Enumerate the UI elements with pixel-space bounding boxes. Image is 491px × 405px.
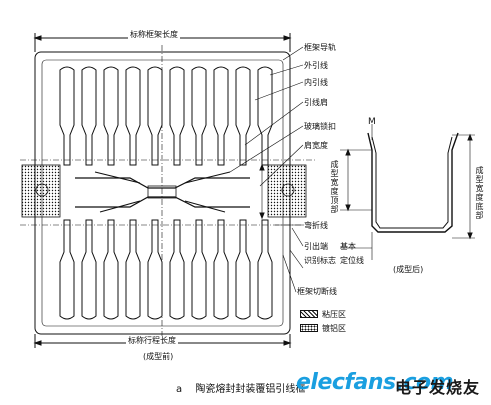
frame-cut-line-label: 框架切断线	[297, 287, 337, 296]
lower-lead-finger	[81, 219, 97, 320]
left-tooling-hole-icon	[35, 183, 49, 197]
al-plated-area-legend-label: 镀铝区	[322, 324, 346, 333]
al-plated-area-swatch	[300, 324, 318, 332]
upper-lead-finger	[103, 66, 119, 166]
upper-lead-finger	[257, 66, 273, 166]
right-tooling-hole-icon	[281, 183, 295, 197]
lead-pitch-length-label: 标称行程长度	[126, 336, 178, 345]
leader-lines	[229, 46, 304, 293]
bond-area-legend-label: 粘压区	[322, 310, 346, 319]
base-line-label-2: 定位线	[340, 256, 364, 265]
inner-lead-label: 内引线	[304, 78, 328, 87]
lower-lead-finger	[191, 219, 207, 320]
lower-lead-finger	[257, 219, 273, 320]
upper-lead-fingers	[59, 66, 273, 166]
upper-lead-finger	[59, 66, 75, 166]
marker-m-label: M	[368, 117, 376, 127]
before-forming-label: (成型前)	[143, 352, 174, 361]
caption-letter: a	[176, 384, 183, 395]
watermark-logo: elecfans.com	[296, 370, 454, 395]
frame-length-label: 标称框架长度	[128, 30, 180, 39]
upper-lead-finger	[147, 66, 163, 166]
lower-lead-finger	[213, 219, 229, 320]
shoulder-width-label: 肩宽度	[304, 141, 328, 150]
formed-lead-profile	[340, 124, 475, 260]
lead-shoulder-label: 引线肩	[304, 98, 328, 107]
lower-lead-finger	[59, 219, 75, 320]
glass-tab-label: 玻璃锁扣	[304, 122, 336, 131]
watermark-logo-cn: 电子发烧友	[395, 378, 481, 397]
base-line-label: 基本	[340, 242, 356, 251]
lower-lead-finger	[235, 219, 251, 320]
upper-lead-finger	[125, 66, 141, 166]
lower-lead-finger	[125, 219, 141, 320]
frame-rail-label: 框架导轨	[304, 43, 336, 52]
lead-end-label: 引出端	[304, 242, 328, 251]
upper-lead-finger	[81, 66, 97, 166]
after-forming-label: (成型后)	[393, 265, 424, 274]
bend-line-label: 弯折线	[304, 221, 328, 230]
figure-caption: a 陶瓷熔封封装覆铝引线框	[176, 380, 305, 395]
lower-lead-finger	[147, 219, 163, 320]
right-rail-block	[267, 164, 307, 218]
id-mark-label: 识别标志	[304, 256, 336, 265]
upper-lead-finger	[213, 66, 229, 166]
upper-lead-finger	[169, 66, 185, 166]
formed-width-bottom-label: 成型宽度底部	[475, 166, 484, 220]
lower-lead-finger	[103, 219, 119, 320]
lower-lead-finger	[169, 219, 185, 320]
lower-lead-fingers	[59, 219, 273, 320]
caption-text: 陶瓷熔封封装覆铝引线框	[195, 384, 306, 395]
outer-lead-label: 外引线	[304, 61, 328, 70]
formed-width-top-label: 成型宽度顶部	[330, 160, 339, 214]
upper-lead-finger	[191, 66, 207, 166]
left-rail-block	[21, 164, 61, 218]
upper-lead-finger	[235, 66, 251, 166]
inner-lead-area	[75, 171, 250, 213]
bond-area-swatch	[300, 310, 318, 318]
